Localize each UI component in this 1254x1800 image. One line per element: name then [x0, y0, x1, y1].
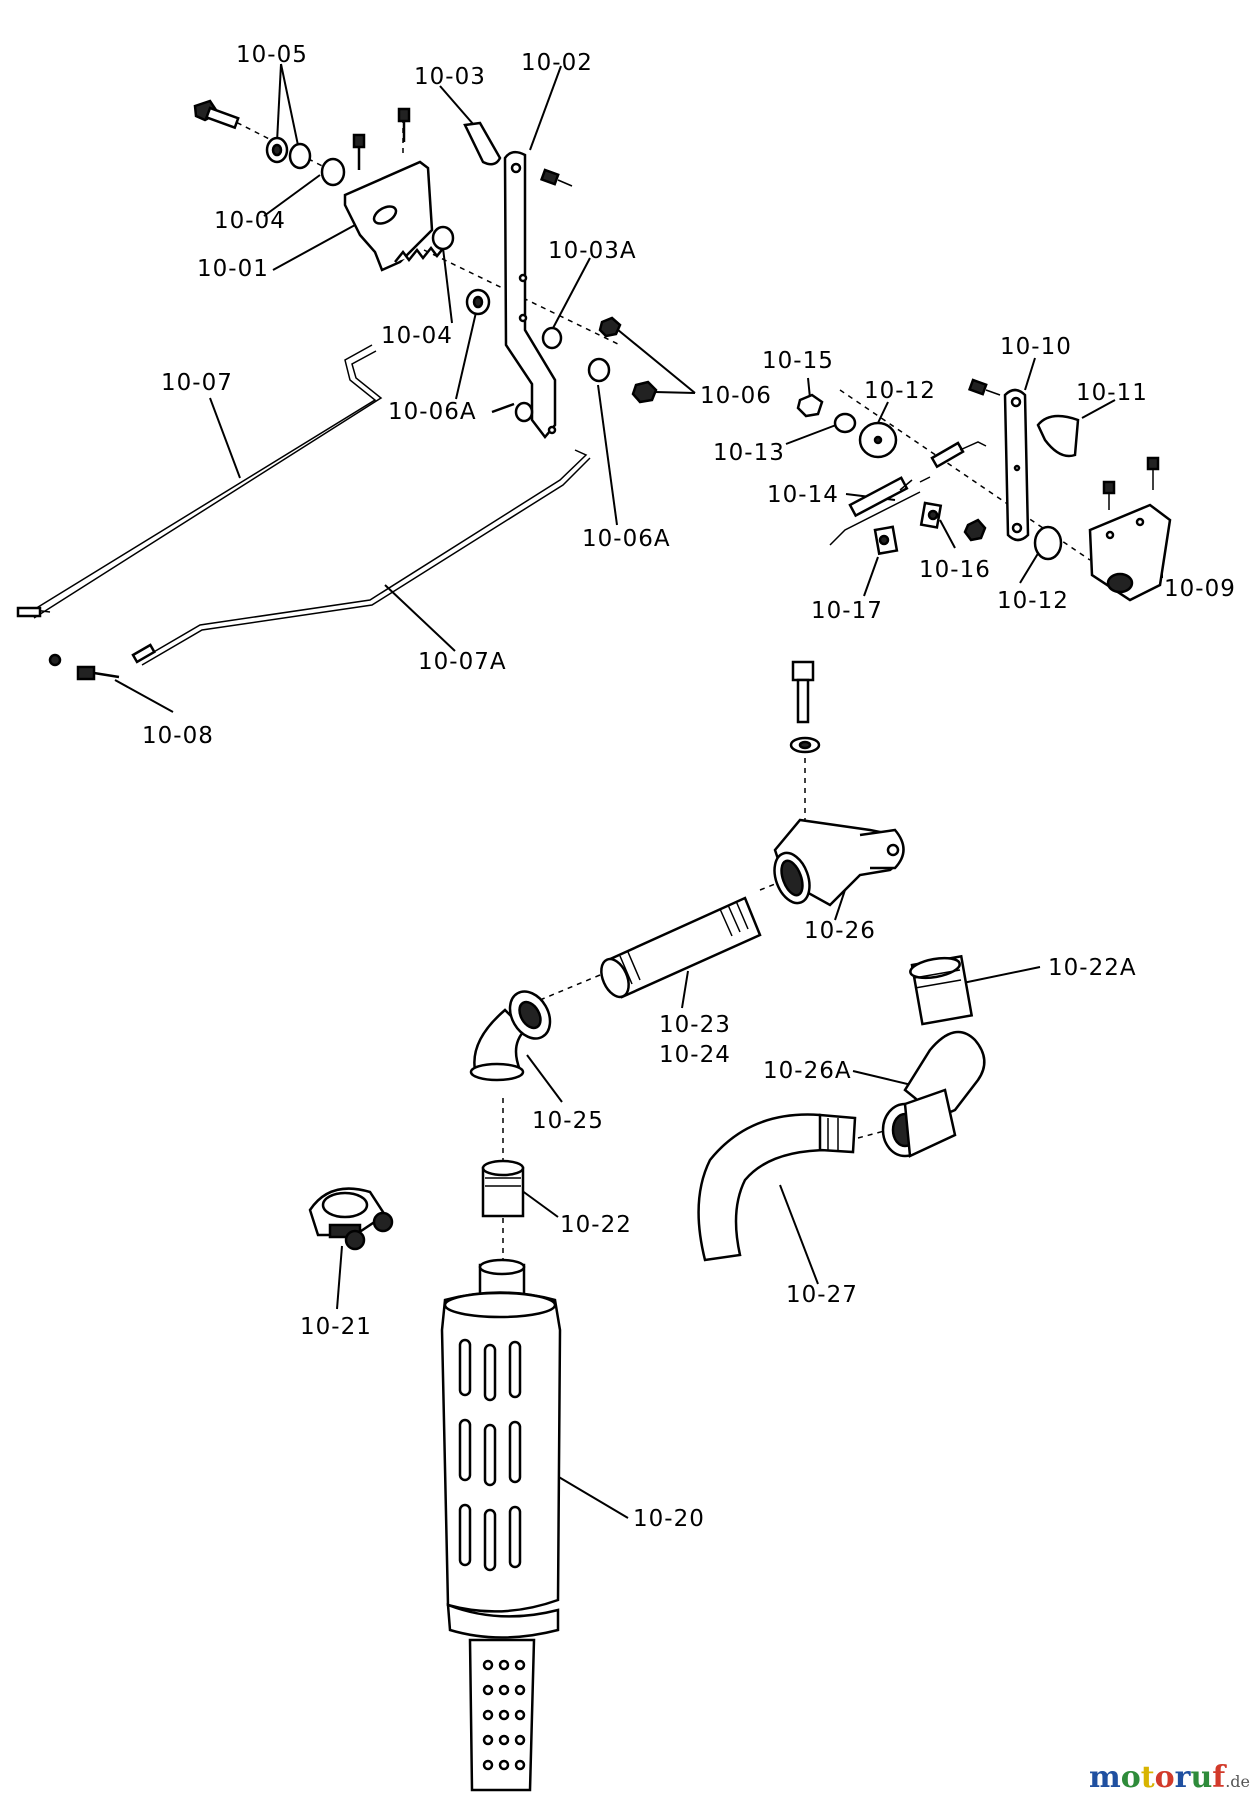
watermark-letter: f [1212, 1760, 1227, 1795]
tail-pipe-10-27-icon [697, 1113, 857, 1262]
label-10-09: 10-09 [1164, 576, 1236, 602]
label-10-20: 10-20 [633, 1506, 705, 1532]
label-10-25: 10-25 [532, 1108, 604, 1134]
clip-10-16-icon [919, 501, 943, 529]
washer-icon [431, 225, 455, 251]
spring-icon [919, 441, 987, 483]
watermark-logo: motoruf.de [1089, 1760, 1250, 1795]
u-bolt-clamp-10-21-icon [308, 1187, 394, 1251]
washer-icon [587, 357, 611, 383]
washer-icon [288, 142, 312, 170]
watermark-letter: u [1190, 1760, 1212, 1795]
spring-10-14-icon [829, 476, 921, 546]
label-10-22a: 10-22A [1048, 955, 1137, 981]
washer-10-12-icon [1033, 525, 1063, 561]
leader-lines [114, 63, 1163, 1519]
label-10-10: 10-10 [1000, 334, 1072, 360]
spring-icon [394, 245, 446, 263]
label-10-17: 10-17 [811, 598, 883, 624]
label-10-03: 10-03 [414, 64, 486, 90]
label-10-08: 10-08 [142, 723, 214, 749]
label-10-14: 10-14 [767, 482, 839, 508]
label-10-12-lower: 10-12 [997, 588, 1069, 614]
governor-linkage-assembly [796, 378, 1172, 602]
elbow-10-25-icon [469, 990, 552, 1082]
label-10-23: 10-23 [659, 1012, 731, 1038]
rod-10-07a-icon [139, 449, 588, 661]
bracket-10-09-icon [1088, 503, 1172, 602]
muffler-10-20-icon [440, 1258, 562, 1792]
label-10-22: 10-22 [560, 1212, 632, 1238]
label-10-07: 10-07 [161, 370, 233, 396]
label-10-26: 10-26 [804, 918, 876, 944]
pipe-nipple-10-22a-icon [909, 954, 974, 1026]
label-10-13: 10-13 [713, 440, 785, 466]
hex-bolt-icon [193, 99, 240, 130]
label-10-06a-left: 10-06A [388, 399, 477, 425]
threaded-end-icon [16, 606, 157, 664]
screw-icon [352, 133, 366, 170]
watermark-letter: o [1155, 1760, 1175, 1795]
watermark-letter: o [1121, 1760, 1141, 1795]
throttle-lever-icon [503, 150, 557, 440]
label-10-16: 10-16 [919, 557, 991, 583]
washer-10-04-icon [320, 157, 346, 187]
hex-nut-icon [631, 380, 658, 404]
exhaust-elbow-10-26-icon [773, 818, 905, 907]
knob-icon [463, 121, 502, 166]
rod-10-07-icon [29, 344, 377, 613]
pipe-nipple-10-22-icon [481, 1159, 525, 1218]
hex-nut-icon [963, 518, 987, 542]
label-10-11: 10-11 [1076, 380, 1148, 406]
label-10-05: 10-05 [236, 42, 308, 68]
label-10-21: 10-21 [300, 1314, 372, 1340]
muffler-holes [482, 1659, 526, 1771]
screw-icon [397, 107, 411, 142]
watermark-brand: motoruf.de [1089, 1760, 1250, 1795]
label-10-26a: 10-26A [763, 1058, 852, 1084]
watermark-letter: m [1089, 1760, 1121, 1795]
label-10-01: 10-01 [197, 256, 269, 282]
pipe-nipple-icon [600, 896, 762, 999]
bracket-slot-icon [372, 205, 398, 225]
label-10-06a-right: 10-06A [582, 526, 671, 552]
washer-10-13-icon [833, 412, 857, 434]
label-10-06: 10-06 [700, 383, 772, 409]
label-10-07a: 10-07A [418, 649, 507, 675]
muffler-slots [458, 1338, 522, 1572]
washer-hole-icon [271, 143, 283, 157]
nut-icon [541, 326, 563, 350]
label-10-24: 10-24 [659, 1042, 731, 1068]
ball-joint-icon [48, 653, 120, 681]
bolt-icon [789, 660, 821, 754]
label-10-02: 10-02 [521, 50, 593, 76]
label-10-03a: 10-03A [548, 238, 637, 264]
clip-10-17-icon [873, 525, 899, 556]
screw-icon [1146, 456, 1160, 490]
throttle-linkage-assembly [193, 99, 658, 440]
label-10-15: 10-15 [762, 348, 834, 374]
screw-icon [967, 378, 1001, 396]
exhaust-system [308, 660, 986, 1792]
label-10-27: 10-27 [786, 1282, 858, 1308]
screw-icon [539, 168, 573, 187]
watermark-letter: t [1141, 1760, 1155, 1795]
knob-10-11-icon [1036, 414, 1080, 458]
nut-10-15-icon [796, 393, 824, 418]
part-labels: 10-05 10-03 10-02 10-04 10-01 10-03A 10-… [142, 42, 1236, 1532]
label-10-04-upper: 10-04 [214, 208, 286, 234]
label-10-04-lower: 10-04 [381, 323, 453, 349]
elbow-10-26a-icon [881, 1030, 986, 1158]
cotter-pin-icon [491, 401, 534, 423]
label-10-12-upper: 10-12 [864, 378, 936, 404]
hex-nut-icon [598, 316, 622, 338]
watermark-letter: r [1175, 1760, 1192, 1795]
rods [16, 344, 591, 666]
screw-icon [1102, 480, 1116, 510]
